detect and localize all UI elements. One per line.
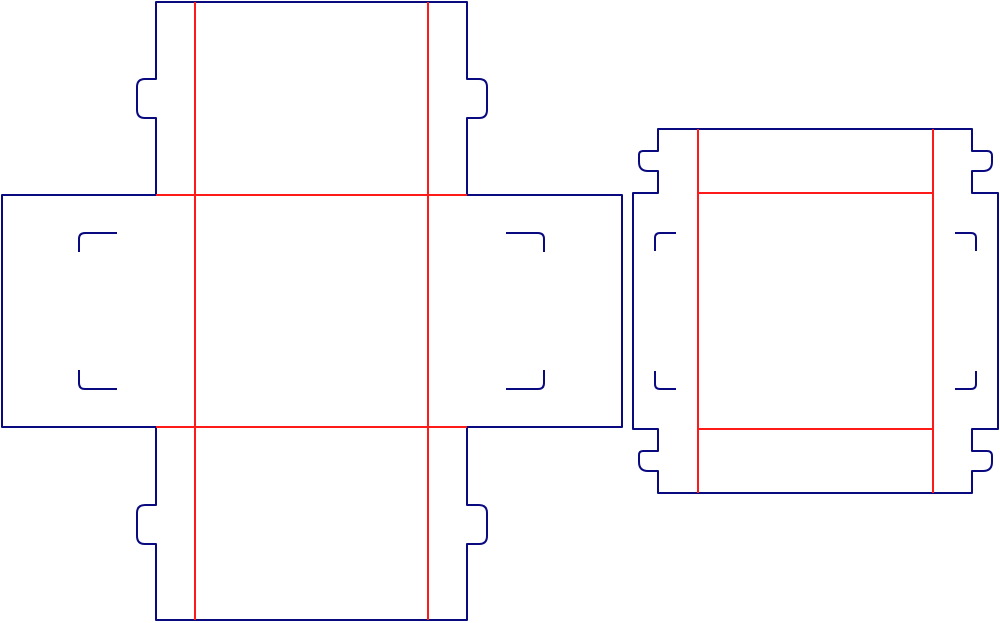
- large-corner-slot-bottom-right: [506, 370, 545, 390]
- small-corner-slot-top-left: [654, 232, 676, 251]
- small-net-outline: [632, 128, 999, 494]
- small-corner-slot-top-right: [955, 232, 977, 251]
- large-corner-slot-top-right: [506, 232, 545, 252]
- large-net-outline: [1, 1, 623, 621]
- large-corner-slot-bottom-left: [78, 370, 117, 390]
- small-corner-slot-bottom-left: [654, 371, 676, 390]
- small-corner-slot-bottom-right: [955, 371, 977, 390]
- large-corner-slot-top-left: [78, 232, 117, 252]
